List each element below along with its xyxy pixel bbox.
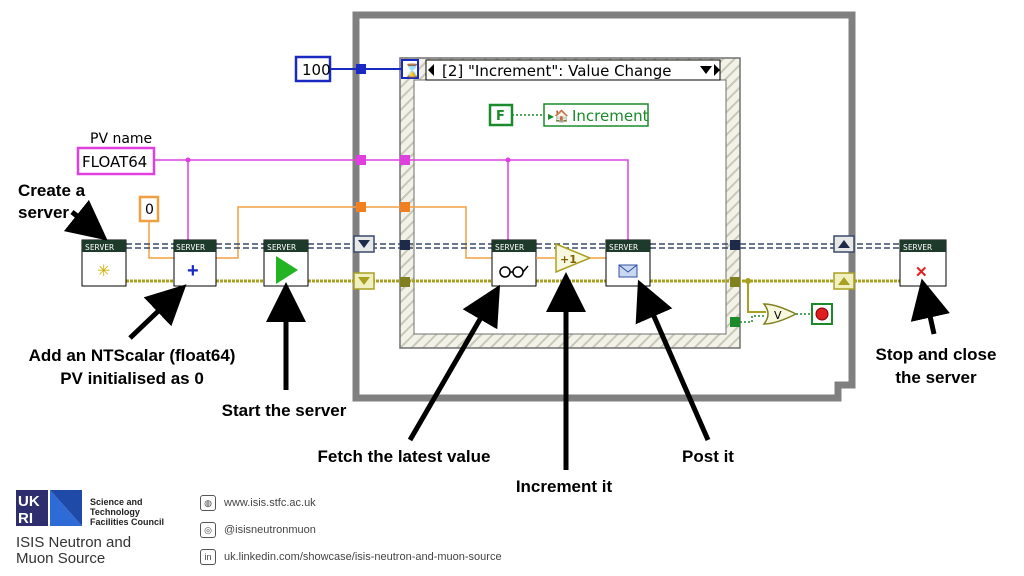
value-tunnel-outer	[356, 202, 366, 212]
event-structure-frame	[399, 57, 741, 349]
annotation-stop-line1: Stop and close	[876, 345, 997, 364]
linkedin-row[interactable]: in uk.linkedin.com/showcase/isis-neutron…	[200, 546, 502, 568]
svg-text:SERVER: SERVER	[267, 243, 296, 252]
annotation-arrows	[63, 199, 950, 470]
loop-stop-terminal[interactable]	[811, 303, 833, 325]
create-arrow	[63, 199, 108, 241]
svg-text:F: F	[496, 109, 505, 124]
close-x-icon: ✕	[915, 264, 928, 281]
annotation-fetch: Fetch the latest value	[318, 447, 491, 466]
instagram-row[interactable]: ◎ @isisneutronmuon	[200, 519, 502, 541]
annotation-stop-line2: the server	[895, 368, 977, 387]
ukri-logo: UK RI	[16, 490, 82, 526]
annotation-post: Post it	[682, 447, 734, 466]
pv-name-tunnel-inner	[400, 155, 410, 165]
svg-text:SERVER: SERVER	[85, 243, 114, 252]
init-value-constant[interactable]: 0	[138, 195, 160, 223]
asterisk-icon: ✳	[97, 263, 110, 280]
svg-text:SERVER: SERVER	[495, 243, 524, 252]
annotation-create-line2: server	[18, 203, 69, 222]
selector-left-icon	[428, 64, 434, 76]
timeout-constant[interactable]: 100	[294, 55, 332, 83]
server-tunnel-event-out	[730, 240, 740, 250]
fetch-arrow	[407, 284, 501, 442]
create-server-node[interactable]: SERVER ✳	[81, 239, 127, 287]
svg-text:Increment: Increment	[572, 107, 649, 125]
error-tunnel-event-in	[400, 277, 410, 287]
event-case-selector[interactable]: [2] "Increment": Value Change	[425, 59, 721, 81]
svg-text:SERVER: SERVER	[176, 243, 205, 252]
post-arrow	[635, 279, 711, 442]
fetch-value-node[interactable]: SERVER	[491, 239, 537, 287]
shift-register-error-left	[353, 272, 375, 290]
post-value-node[interactable]: SERVER	[605, 239, 651, 287]
pv-type-constant[interactable]: FLOAT64	[76, 146, 156, 176]
footer-links: ◍ www.isis.stfc.ac.uk ◎ @isisneutronmuon…	[200, 492, 502, 573]
value-wire	[216, 206, 492, 259]
svg-text:SERVER: SERVER	[609, 243, 638, 252]
linkedin-link[interactable]: uk.linkedin.com/showcase/isis-neutron-an…	[224, 551, 502, 563]
svg-text:V: V	[774, 309, 782, 322]
play-icon	[276, 256, 298, 284]
annotation-start: Start the server	[222, 401, 347, 420]
instagram-icon: ◎	[200, 522, 216, 538]
local-variable-icon: ▸🏠	[548, 109, 569, 123]
increment-event-terminal	[730, 317, 740, 327]
shift-register-server-right	[833, 235, 855, 253]
website-link[interactable]: www.isis.stfc.ac.uk	[224, 497, 316, 509]
error-tunnel-event-out	[730, 277, 740, 287]
globe-icon: ◍	[200, 495, 216, 511]
pv-name-wire	[154, 159, 629, 244]
selector-dropdown-icon	[700, 66, 712, 74]
website-row[interactable]: ◍ www.isis.stfc.ac.uk	[200, 492, 502, 514]
annotation-create-line1: Create a	[18, 181, 86, 200]
selector-right-icon	[714, 64, 720, 76]
svg-text:100: 100	[302, 61, 331, 79]
svg-text:SERVER: SERVER	[903, 243, 932, 252]
annotation-increment: Increment it	[516, 477, 613, 496]
stop-arrow	[910, 278, 950, 335]
value-tunnel-inner	[400, 202, 410, 212]
error-to-or-wire	[747, 281, 766, 313]
init-value-wire	[148, 221, 174, 259]
shift-register-server-left	[353, 235, 375, 253]
start-server-node[interactable]: SERVER	[263, 239, 309, 287]
false-constant[interactable]: F	[488, 103, 514, 127]
stop-icon	[815, 307, 829, 321]
svg-text:UK: UK	[18, 493, 40, 510]
glasses-icon	[499, 265, 529, 278]
shift-register-error-right	[833, 272, 855, 290]
svg-text:RI: RI	[18, 510, 33, 526]
envelope-icon	[618, 264, 638, 278]
or-gate: V	[762, 303, 798, 325]
svg-text:FLOAT64: FLOAT64	[82, 153, 147, 171]
council-name: Science and Technology Facilities Counci…	[90, 497, 165, 527]
instagram-link[interactable]: @isisneutronmuon	[224, 524, 316, 536]
add-pv-node[interactable]: SERVER +	[173, 239, 217, 287]
close-server-node[interactable]: SERVER ✕	[899, 239, 947, 287]
timeout-tunnel	[356, 64, 366, 74]
timeout-terminal: ⌛	[401, 59, 420, 79]
event-case-label: [2] "Increment": Value Change	[442, 62, 672, 80]
increment-local-variable[interactable]: ▸🏠 Increment	[543, 103, 649, 127]
linkedin-icon: in	[200, 549, 216, 565]
hourglass-icon: ⌛	[404, 63, 420, 78]
annotation-add-line1: Add an NTScalar (float64)	[29, 346, 236, 365]
while-loop-frame	[352, 11, 856, 402]
svg-text:0: 0	[145, 202, 154, 218]
plus-icon: +	[187, 260, 199, 282]
svg-text:+1: +1	[560, 253, 577, 266]
pv-name-label: PV name	[90, 131, 152, 147]
annotation-add-line2: PV initialised as 0	[60, 369, 204, 388]
add-pv-arrow	[128, 284, 187, 340]
server-tunnel-event-in	[400, 240, 410, 250]
org-name: ISIS Neutron and Muon Source	[16, 534, 132, 567]
pv-name-tunnel-outer	[356, 155, 366, 165]
